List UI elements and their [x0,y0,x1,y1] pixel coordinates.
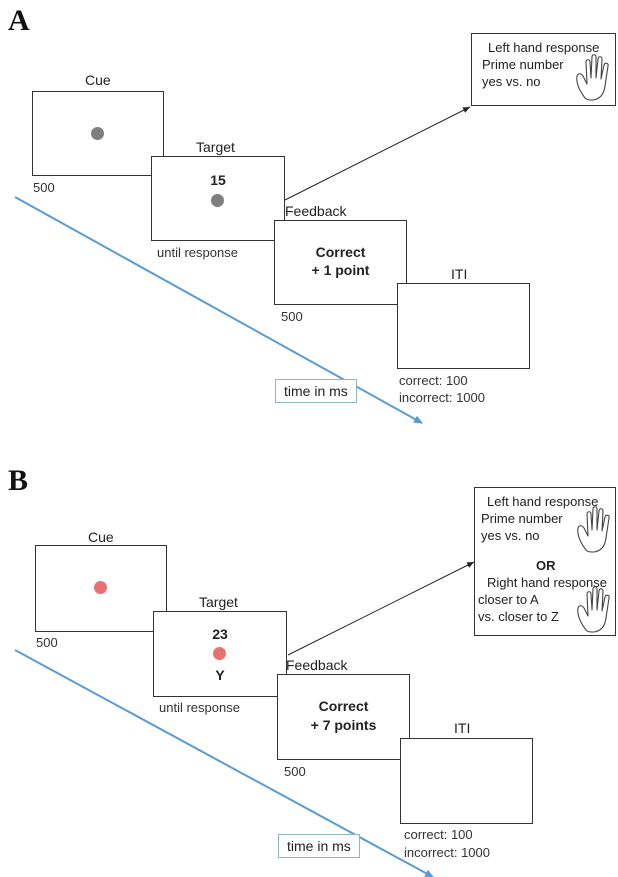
cue-title-b: Cue [88,529,114,545]
iti-screen-b [400,738,533,824]
response-box-b: Left hand response Prime number yes vs. … [474,487,616,636]
cue-screen-a [32,91,164,176]
time-legend-b: time in ms [278,834,360,858]
left-hand-icon-a [576,54,609,101]
feedback-duration-b: 500 [284,764,306,779]
response-b-line2: Prime number [481,511,563,526]
response-b-line3: yes vs. no [481,528,540,543]
response-b-line5: closer to A [478,592,539,607]
target-duration-a: until response [157,245,238,260]
timeline-arrow-b [14,649,434,877]
feedback-screen-a: Correct + 1 point [274,220,407,305]
iti-screen-a [397,283,530,369]
target-letter-b: Y [215,667,225,683]
target-screen-b: 23 Y [153,611,287,697]
response-arrow-a [284,106,471,201]
target-title-a: Target [196,139,235,155]
right-hand-icon-b [577,586,610,633]
response-box-a: Left hand response Prime number yes vs. … [471,33,616,106]
target-dot-a [211,194,224,207]
cue-duration-a: 500 [33,180,55,195]
iti-title-a: ITI [451,266,468,282]
response-b-or: OR [536,558,556,573]
target-screen-a: 15 [151,156,285,241]
iti-correct-b: correct: 100 [404,827,473,842]
response-b-line1: Left hand response [487,494,599,509]
iti-correct-a: correct: 100 [399,373,468,388]
cue-screen-b [35,545,167,632]
feedback-title-b: Feedback [286,657,348,673]
feedback-line1-b: Correct [318,698,369,714]
feedback-line1-a: Correct [315,244,366,260]
feedback-line2-a: + 1 point [311,262,370,278]
response-b-line4: Right hand response [487,575,607,590]
time-legend-a: time in ms [275,379,357,403]
panel-a-letter: A [8,4,30,37]
feedback-line2-b: + 7 points [310,717,377,733]
response-arrow-b [287,561,475,656]
target-dot-b [213,647,226,660]
cue-duration-b: 500 [36,635,58,650]
response-a-line1: Left hand response [488,40,600,55]
cue-dot-b [94,581,107,594]
target-duration-b: until response [159,700,240,715]
response-a-line3: yes vs. no [482,74,541,89]
feedback-screen-b: Correct + 7 points [277,674,410,760]
target-title-b: Target [199,594,238,610]
feedback-duration-a: 500 [281,309,303,324]
left-hand-icon-b [577,506,610,553]
cue-dot-a [91,127,104,140]
target-number-a: 15 [210,172,226,188]
iti-incorrect-a: incorrect: 1000 [399,390,485,405]
feedback-title-a: Feedback [285,203,347,219]
target-number-b: 23 [212,626,228,642]
iti-title-b: ITI [454,720,471,736]
panel-b-letter: B [8,464,29,497]
response-a-line2: Prime number [482,57,564,72]
iti-incorrect-b: incorrect: 1000 [404,845,490,860]
response-b-line6: vs. closer to Z [478,609,559,624]
cue-title-a: Cue [85,72,111,88]
